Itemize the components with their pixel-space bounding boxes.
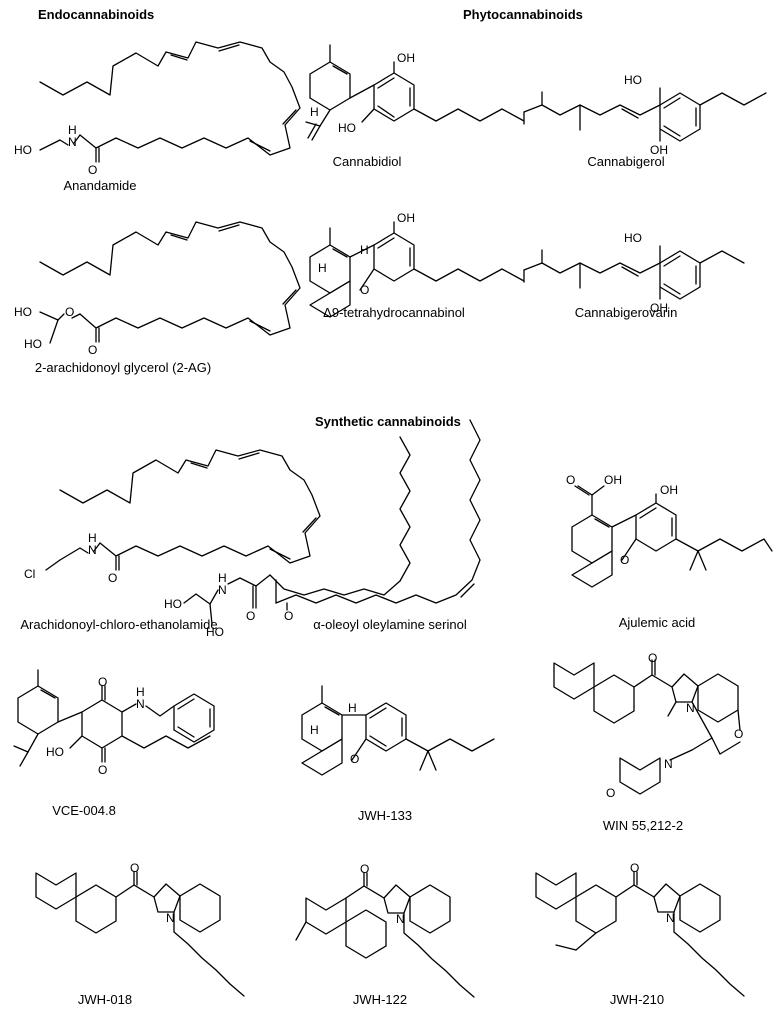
compound-label: Cannabigerol [587, 154, 665, 169]
jwh133-h2-label: H [310, 723, 319, 737]
vce-h-label: H [136, 685, 145, 699]
2ag-ho2-label: HO [24, 337, 42, 351]
compound-label: JWH-133 [357, 808, 413, 823]
anandamide-n-label: N [68, 135, 77, 149]
2ag-structure: O O HO HO [14, 221, 301, 357]
anandamide-h-label: H [68, 123, 77, 137]
2ag-o-label: O [65, 305, 74, 319]
cannabigerovarin-structure: HO OH [523, 231, 745, 315]
endocannabinoids-heading: Endocannabinoids [38, 7, 155, 22]
jwh122-structure: O N [295, 862, 475, 998]
win-n2-label: N [664, 757, 673, 771]
vce-o2-label: O [98, 763, 107, 777]
compound-label: Cannabigerovarin [574, 305, 678, 320]
win-o-label: O [648, 651, 657, 665]
cbd-ho-label: HO [338, 121, 356, 135]
jwh210-structure: O N [535, 861, 745, 997]
vce-structure: O O N H HO [13, 669, 215, 777]
win-n1-label: N [686, 701, 695, 715]
ajulemic-ring-o-label: O [620, 553, 629, 567]
jwh210-n-label: N [666, 911, 675, 925]
synthetic-cannabinoids-heading: Synthetic cannabinoids [315, 414, 461, 429]
ajulemic-oh2-label: OH [660, 483, 678, 497]
compound-label: Δ9-tetrahydrocannabinol [323, 305, 465, 320]
cbg-ho-label: HO [624, 73, 642, 87]
vce-ho-label: HO [46, 745, 64, 759]
anandamide-ho-label: HO [14, 143, 32, 157]
compound-label: WIN 55,212-2 [602, 818, 684, 833]
cbg-oh-label: OH [650, 143, 668, 157]
compound-label: Cannabidiol [332, 154, 402, 169]
compound-label: Ajulemic acid [618, 615, 696, 630]
ajulemic-structure: O OH OH O [566, 473, 773, 588]
win-structure: O N O N O [553, 651, 743, 800]
serinol-n-label: N [218, 583, 227, 597]
compound-label: JWH-122 [352, 992, 408, 1007]
acea-h-label: H [88, 531, 97, 545]
serinol-ho2-label: HO [206, 625, 224, 639]
jwh018-n-label: N [166, 911, 175, 925]
cannabidiol-structure: OH HO H [305, 44, 525, 141]
serinol-structure: O O N H HO HO [164, 419, 481, 639]
compound-label: VCE-004.8 [52, 803, 116, 818]
anandamide-structure: O N H HO [14, 41, 301, 177]
cbgv-ho-label: HO [624, 231, 642, 245]
jwh122-n-label: N [396, 912, 405, 926]
serinol-amide-o-label: O [246, 609, 255, 623]
2ag-ho-label: HO [14, 305, 32, 319]
ajulemic-oh-label: OH [604, 473, 622, 487]
acea-o-label: O [108, 571, 117, 585]
phytocannabinoids-heading: Phytocannabinoids [463, 7, 583, 22]
compound-label: JWH-210 [609, 992, 665, 1007]
jwh133-structure: O H H [301, 685, 495, 776]
thc-oh-label: OH [397, 211, 415, 225]
anandamide-o-label: O [88, 163, 97, 177]
vce-o1-label: O [98, 675, 107, 689]
thc-structure: OH O H H [309, 211, 525, 318]
serinol-o-label: O [284, 609, 293, 623]
cannabigerol-structure: HO OH [523, 73, 767, 157]
compound-label: JWH-018 [77, 992, 133, 1007]
thc-o-label: O [360, 283, 369, 297]
win-o3-label: O [606, 786, 615, 800]
acea-n-label: N [88, 543, 97, 557]
2ag-carbonyl-o-label: O [88, 343, 97, 357]
acea-structure: O N H Cl [24, 449, 321, 585]
cbgv-oh-label: OH [650, 301, 668, 315]
jwh018-structure: O N [35, 861, 245, 997]
compound-label: Arachidonoyl-chloro-ethanolamide [20, 617, 218, 632]
win-o2-label: O [734, 727, 743, 741]
thc-h2-label: H [318, 261, 327, 275]
jwh133-h1-label: H [348, 701, 357, 715]
jwh133-o-label: O [350, 752, 359, 766]
serinol-h-label: H [218, 571, 227, 585]
ajulemic-o-label: O [566, 473, 575, 487]
compound-label: Anandamide [63, 178, 137, 193]
cbd-oh-label: OH [397, 51, 415, 65]
jwh210-o-label: O [630, 861, 639, 875]
compound-label: α-oleoyl oleylamine serinol [313, 617, 467, 632]
acea-cl-label: Cl [24, 567, 35, 581]
cbd-h-label: H [310, 105, 319, 119]
thc-h1-label: H [360, 243, 369, 257]
jwh122-o-label: O [360, 862, 369, 876]
serinol-ho1-label: HO [164, 597, 182, 611]
jwh018-o-label: O [130, 861, 139, 875]
vce-n-label: N [136, 697, 145, 711]
compound-label: 2-arachidonoyl glycerol (2-AG) [34, 360, 212, 375]
